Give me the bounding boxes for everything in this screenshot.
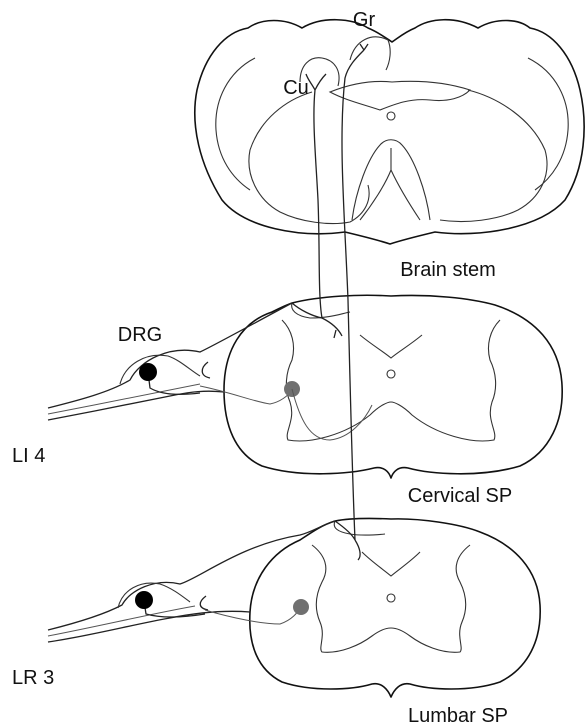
cervical-sp-label: Cervical SP — [408, 485, 512, 507]
lr3-label: LR 3 — [12, 667, 54, 689]
cu-label: Cu — [283, 77, 309, 99]
brain-stem-canal — [387, 112, 395, 120]
li4-label: LI 4 — [12, 445, 45, 467]
lower-drg-hook — [200, 596, 208, 610]
brain-stem-section — [195, 20, 584, 244]
upper-drg-hook — [202, 362, 210, 378]
gr-label: Gr — [353, 9, 376, 31]
cervical-spinal-cord — [224, 295, 562, 478]
upper-drg-ganglion — [120, 355, 200, 384]
upper-nerve-mid — [48, 384, 200, 414]
brain-stem-outline — [195, 20, 584, 244]
brain-stem-label: Brain stem — [400, 259, 496, 281]
lumbar-dorsal-horn-neuron — [293, 599, 309, 615]
upper-drg-neuron — [139, 363, 157, 381]
lower-drg-neuron — [135, 591, 153, 609]
upper-nerve-bottom — [48, 391, 224, 420]
lower-nerve-mid — [48, 606, 195, 636]
cervical-canal — [387, 370, 395, 378]
drg-label: DRG — [118, 324, 162, 346]
lumbar-sp-label: Lumbar SP — [408, 705, 508, 727]
lower-nerve-bottom — [48, 611, 250, 642]
cervical-cord-outline — [224, 295, 562, 478]
lumbar-canal — [387, 594, 395, 602]
